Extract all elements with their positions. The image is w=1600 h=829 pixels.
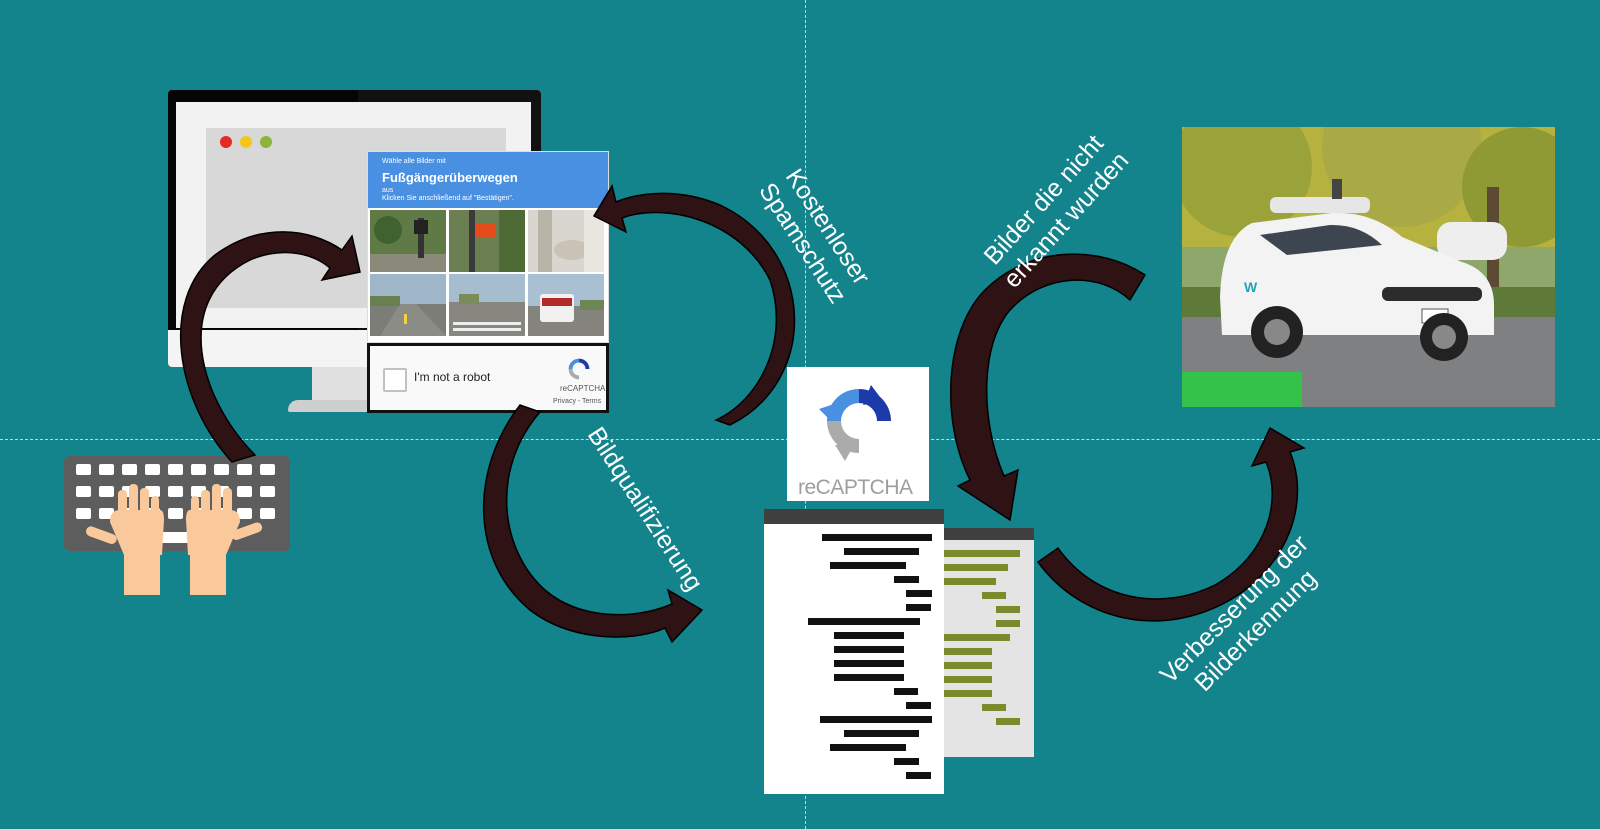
captcha-tile[interactable] [528, 274, 604, 336]
captcha-prompt-title: Fußgängerüberwegen [382, 170, 518, 185]
privacy-terms-link[interactable]: Privacy - Terms [553, 398, 602, 405]
recaptcha-logo-icon [819, 385, 891, 461]
document-icon [764, 509, 944, 794]
car-photo: W [1182, 127, 1555, 407]
not-a-robot-label: I'm not a robot [414, 370, 491, 384]
result-document-icon [944, 528, 1034, 757]
arrow-improved-recognition [1036, 426, 1306, 622]
window-close-dot [220, 136, 232, 148]
captcha-challenge: Wähle alle Bilder mit Fußgängerüberwegen… [367, 151, 609, 343]
recaptcha-mini-logo-icon [568, 358, 590, 380]
captcha-tile[interactable] [449, 274, 525, 336]
captcha-prompt-line1: Wähle alle Bilder mit [382, 158, 446, 165]
captcha-tile[interactable] [528, 210, 604, 272]
recaptcha-brand-text: reCAPTCHA [798, 476, 913, 499]
arrow-free-spam-protection [592, 184, 796, 426]
arrow-keyboard-to-screen [179, 231, 361, 463]
captcha-tile[interactable] [449, 210, 525, 272]
window-maximize-dot [260, 136, 272, 148]
recaptcha-mini-brand: reCAPTCHA [560, 384, 606, 393]
hands-icon [85, 484, 263, 595]
captcha-prompt-line3: Klicken Sie anschließend auf "Bestätigen… [382, 195, 514, 202]
arrow-unrecognized-images [950, 253, 1147, 522]
arrow-image-qualification [483, 404, 704, 644]
svg-text:W: W [1244, 279, 1258, 295]
captcha-header: Wähle alle Bilder mit Fußgängerüberwegen… [368, 152, 608, 208]
captcha-tile[interactable] [370, 210, 446, 272]
captcha-prompt-line2: aus [382, 187, 394, 194]
recaptcha-checkbox-widget: I'm not a robot reCAPTCHA Privacy - Term… [367, 343, 609, 413]
window-minimize-dot [240, 136, 252, 148]
captcha-tile[interactable] [370, 274, 446, 336]
not-a-robot-checkbox[interactable] [383, 368, 407, 392]
